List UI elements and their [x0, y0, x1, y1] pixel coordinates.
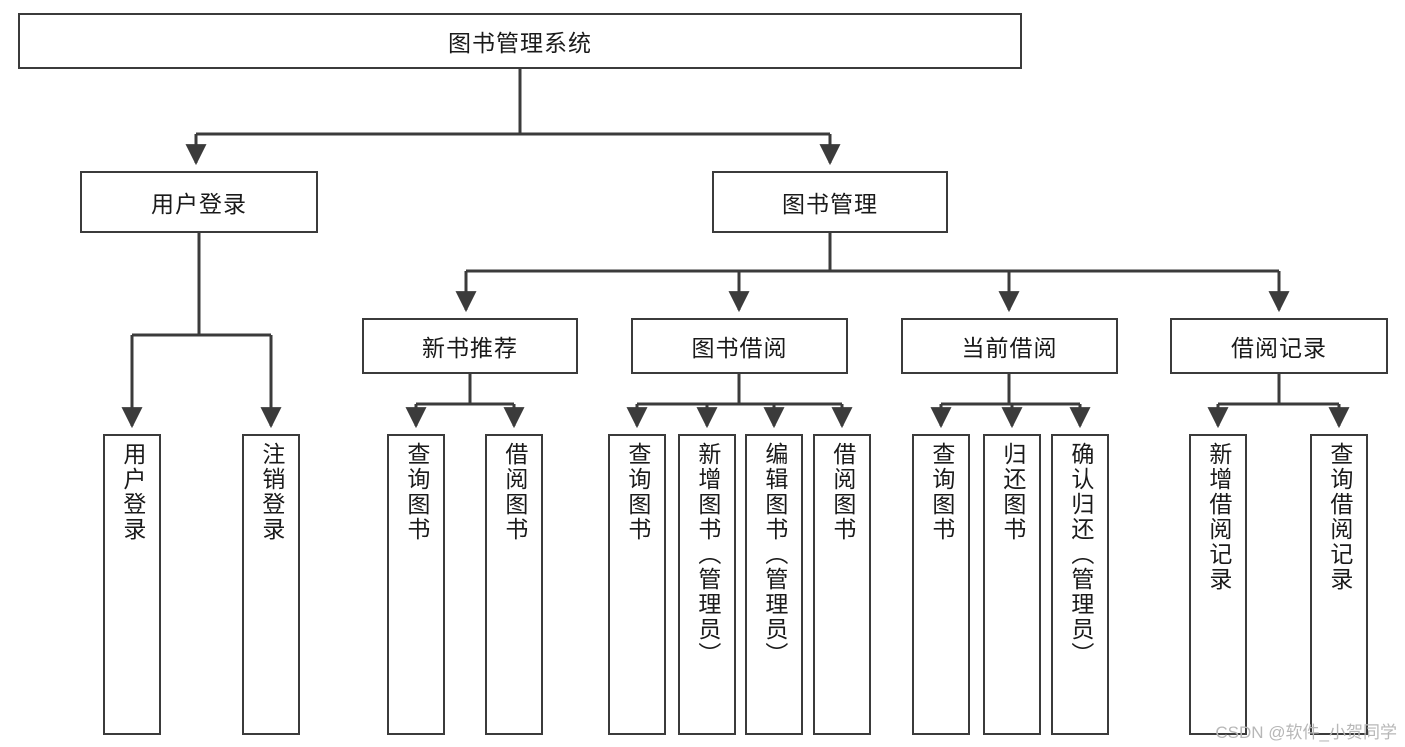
node-label: 借阅记录 — [1231, 335, 1327, 361]
leaf-query-borrow-record[interactable]: 查询借阅记录 — [1310, 434, 1368, 735]
node-label: 借阅图书 — [501, 442, 528, 542]
leaf-confirm-return[interactable]: 确认归还（管理员） — [1051, 434, 1109, 735]
node-label: 注销登录 — [258, 442, 285, 542]
node-label: 查询图书 — [928, 442, 955, 542]
node-label: 查询借阅记录 — [1326, 442, 1353, 592]
node-label: 编辑图书（管理员） — [761, 442, 788, 667]
node-new-book-recommendation[interactable]: 新书推荐 — [362, 318, 578, 374]
node-label: 借阅图书 — [829, 442, 856, 542]
node-label: 图书管理系统 — [448, 30, 592, 56]
node-label: 用户登录 — [151, 191, 247, 217]
leaf-query-book-current[interactable]: 查询图书 — [912, 434, 970, 735]
leaf-add-borrow-record[interactable]: 新增借阅记录 — [1189, 434, 1247, 735]
node-book-management[interactable]: 图书管理 — [712, 171, 948, 233]
leaf-query-book-borrow[interactable]: 查询图书 — [608, 434, 666, 735]
node-label: 新增图书（管理员） — [694, 442, 721, 667]
node-label: 图书管理 — [782, 191, 878, 217]
leaf-borrow-book[interactable]: 借阅图书 — [813, 434, 871, 735]
node-current-borrowing[interactable]: 当前借阅 — [901, 318, 1118, 374]
node-label: 归还图书 — [999, 442, 1026, 542]
node-root-system[interactable]: 图书管理系统 — [18, 13, 1022, 69]
leaf-user-login[interactable]: 用户登录 — [103, 434, 161, 735]
node-label: 查询图书 — [403, 442, 430, 542]
node-label: 当前借阅 — [961, 335, 1058, 361]
node-borrow-record[interactable]: 借阅记录 — [1170, 318, 1388, 374]
leaf-edit-book[interactable]: 编辑图书（管理员） — [745, 434, 803, 735]
leaf-logout-login[interactable]: 注销登录 — [242, 434, 300, 735]
leaf-borrow-book-rec[interactable]: 借阅图书 — [485, 434, 543, 735]
leaf-return-book[interactable]: 归还图书 — [983, 434, 1041, 735]
node-user-login[interactable]: 用户登录 — [80, 171, 318, 233]
watermark: CSDN @软件_小贺同学 — [1215, 723, 1397, 742]
node-label: 用户登录 — [119, 442, 146, 542]
node-label: 图书借阅 — [691, 335, 788, 361]
node-label: 确认归还（管理员） — [1067, 442, 1094, 667]
node-label: 新书推荐 — [422, 335, 518, 361]
leaf-query-book-rec[interactable]: 查询图书 — [387, 434, 445, 735]
node-label: 新增借阅记录 — [1205, 442, 1232, 592]
leaf-add-book[interactable]: 新增图书（管理员） — [678, 434, 736, 735]
node-label: 查询图书 — [624, 442, 651, 542]
node-book-borrowing[interactable]: 图书借阅 — [631, 318, 848, 374]
